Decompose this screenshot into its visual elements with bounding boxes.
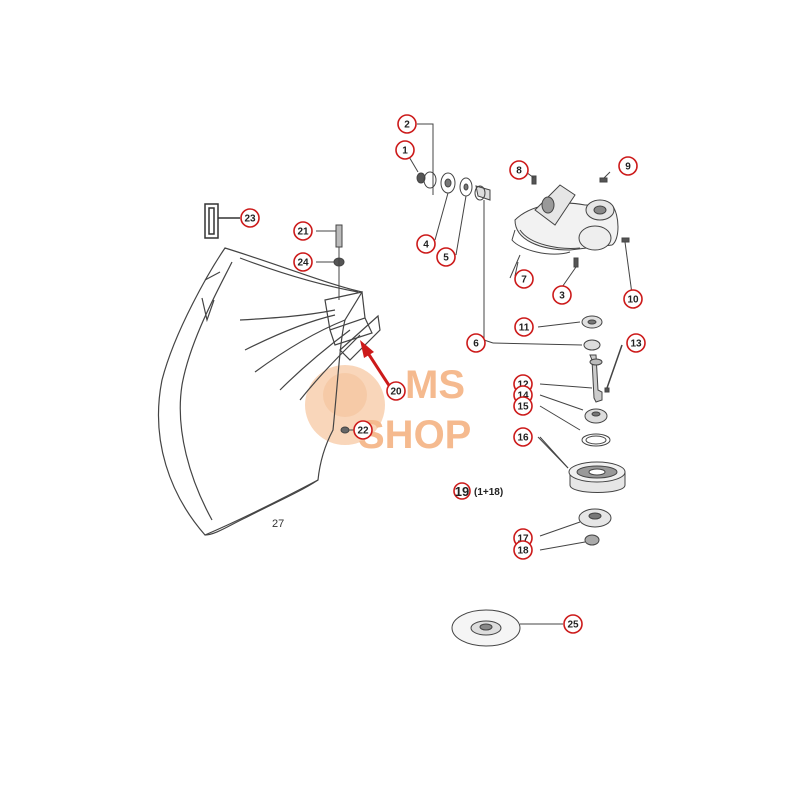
callout-1: 1: [395, 140, 415, 160]
callout-3: 3: [552, 285, 572, 305]
watermark-line2: SHOP: [358, 413, 471, 457]
callout-number: 18: [517, 546, 529, 557]
callout-4: 4: [416, 234, 436, 254]
callout-number: 3: [559, 291, 565, 302]
callout-13: 13: [626, 333, 646, 353]
callout-number: 7: [521, 275, 527, 286]
callout-2: 2: [397, 114, 417, 134]
callout-circle: [240, 208, 260, 228]
deflector-guard: [157, 247, 381, 536]
callout-number: 9: [625, 162, 631, 173]
callout-11: 11: [514, 317, 534, 337]
watermark-line1: MS: [405, 363, 465, 407]
callout-circle: [509, 160, 529, 180]
callout-number: 24: [297, 258, 309, 269]
callout-circle: [293, 252, 313, 272]
callout-circle: [552, 285, 572, 305]
callout-circle: [513, 540, 533, 560]
part-23-strip: [204, 203, 240, 239]
callout-9: 9: [618, 156, 638, 176]
callout-number: 14: [517, 391, 529, 402]
callout-20: 20: [386, 381, 406, 401]
callout-circle: [436, 247, 456, 267]
callout-circle: [453, 482, 471, 500]
callout-number: 15: [517, 402, 529, 413]
callout-16: 16: [513, 427, 533, 447]
callout-8: 8: [509, 160, 529, 180]
callout-number: 23: [244, 214, 256, 225]
callout-number: 6: [473, 339, 479, 350]
callout-number: 11: [519, 323, 530, 334]
ms-shop-watermark: MS SHOP: [305, 363, 471, 457]
callout-circle: [563, 614, 583, 634]
label-19-suffix: (1+18): [474, 487, 503, 498]
callout-number: 4: [423, 240, 429, 251]
callout-number: 12: [517, 380, 529, 391]
callout-25: 25: [563, 614, 583, 634]
callout-number: 16: [517, 433, 529, 444]
callout-circle: [353, 420, 373, 440]
callout-number: 8: [516, 166, 522, 177]
callout-21: 21: [293, 221, 313, 241]
callout-number: 21: [297, 227, 309, 238]
callout-number: 10: [627, 295, 639, 306]
callout-circle: [293, 221, 313, 241]
callout-circle: [386, 381, 406, 401]
callout-10: 10: [623, 289, 643, 309]
callout-circle: [623, 289, 643, 309]
callout-circle: [513, 396, 533, 416]
gear-head-assembly: [404, 123, 633, 647]
label-27: 27: [272, 518, 284, 530]
callout-24: 24: [293, 252, 313, 272]
callout-18: 18: [513, 540, 533, 560]
callout-5: 5: [436, 247, 456, 267]
callout-15: 15: [513, 396, 533, 416]
callout-6: 6: [466, 333, 486, 353]
callout-circle: [618, 156, 638, 176]
callout-circle: [397, 114, 417, 134]
callout-circle: [416, 234, 436, 254]
callout-22: 22: [353, 420, 373, 440]
guard-fasteners: [316, 224, 356, 434]
callout-number: 2: [404, 120, 410, 131]
callout-circle: [466, 333, 486, 353]
callout-circle: [626, 333, 646, 353]
callout-circle: [514, 269, 534, 289]
callout-number: 5: [443, 253, 449, 264]
callout-circle: [514, 317, 534, 337]
callout-23: 23: [240, 208, 260, 228]
callout-circle: [395, 140, 415, 160]
callout-number: 20: [390, 387, 402, 398]
callout-number: 22: [357, 426, 369, 437]
callout-circle: [513, 427, 533, 447]
red-arrow: [360, 340, 394, 391]
callout-19: 19: [453, 482, 471, 500]
callout-number: 13: [630, 339, 642, 350]
callout-number: 19: [455, 484, 469, 499]
callout-7: 7: [514, 269, 534, 289]
callout-number: 25: [567, 620, 579, 631]
callout-number: 17: [517, 534, 529, 545]
callout-number: 1: [402, 146, 408, 157]
